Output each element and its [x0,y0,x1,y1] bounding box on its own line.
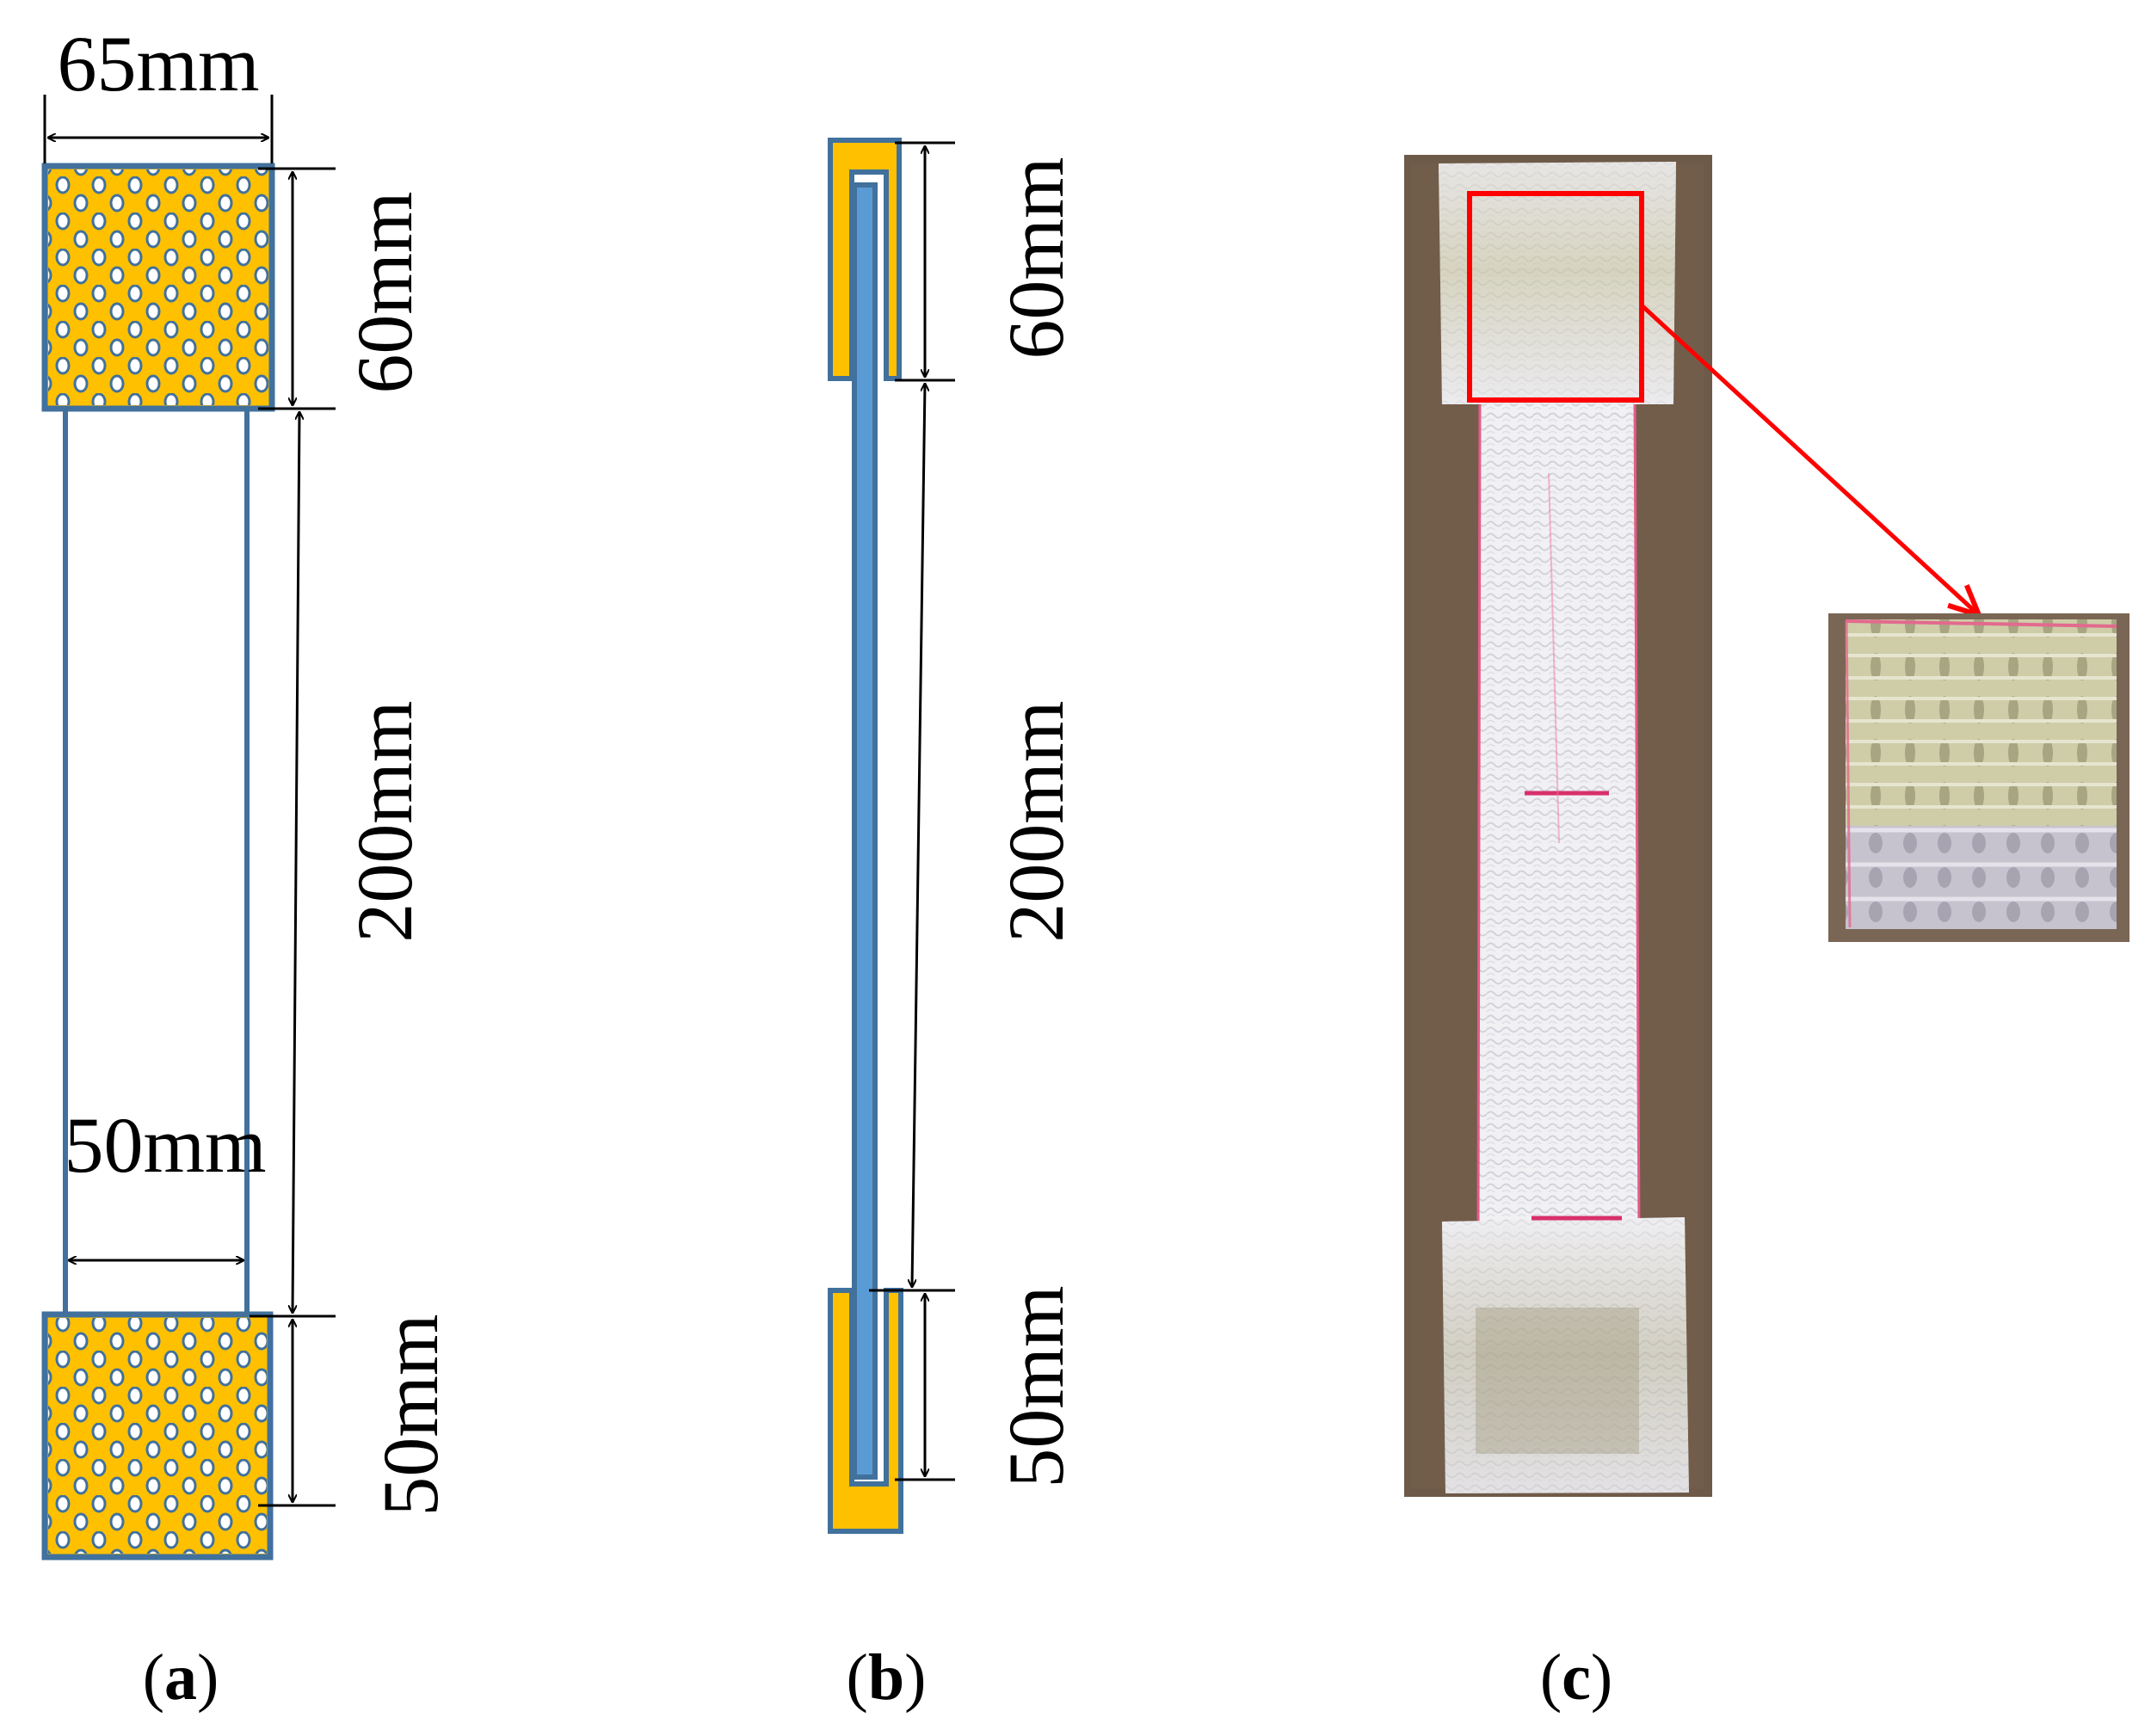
caption-b: (b) [847,1641,927,1714]
caption-a: (a) [143,1641,219,1714]
panel-b: 60mm 200mm 50mm (b) [828,138,1080,1714]
bottom-tab [41,1311,274,1561]
strip-width-label: 50mm [64,1101,266,1189]
bottom-height-label: 50mm [367,1314,454,1516]
callout-arrow [1640,304,1979,615]
top-tab [41,163,275,412]
b-bottom-height-label: 50mm [992,1285,1080,1487]
b-gauge-length-arrow [912,384,925,1287]
top-height-label: 60mm [341,191,428,393]
b-top-height-label: 60mm [992,157,1080,359]
zoom-inset [1828,613,2129,942]
top-width-label: 65mm [57,20,259,108]
gauge-length-label: 200mm [341,700,428,942]
specimen-photo [1404,155,1712,1497]
caption-c: (c) [1540,1641,1612,1714]
top-tab-side [828,138,902,381]
highlight-box [1467,191,1644,403]
strip-side [852,182,878,1480]
panel-a: 65mm 60mm 200mm 50mm 50mm (a) [41,20,454,1714]
panel-c: (c) [1404,155,2129,1714]
gauge-length-arrow [293,412,299,1313]
b-gauge-length-label: 200mm [992,700,1080,942]
strip-outline [63,402,250,1323]
